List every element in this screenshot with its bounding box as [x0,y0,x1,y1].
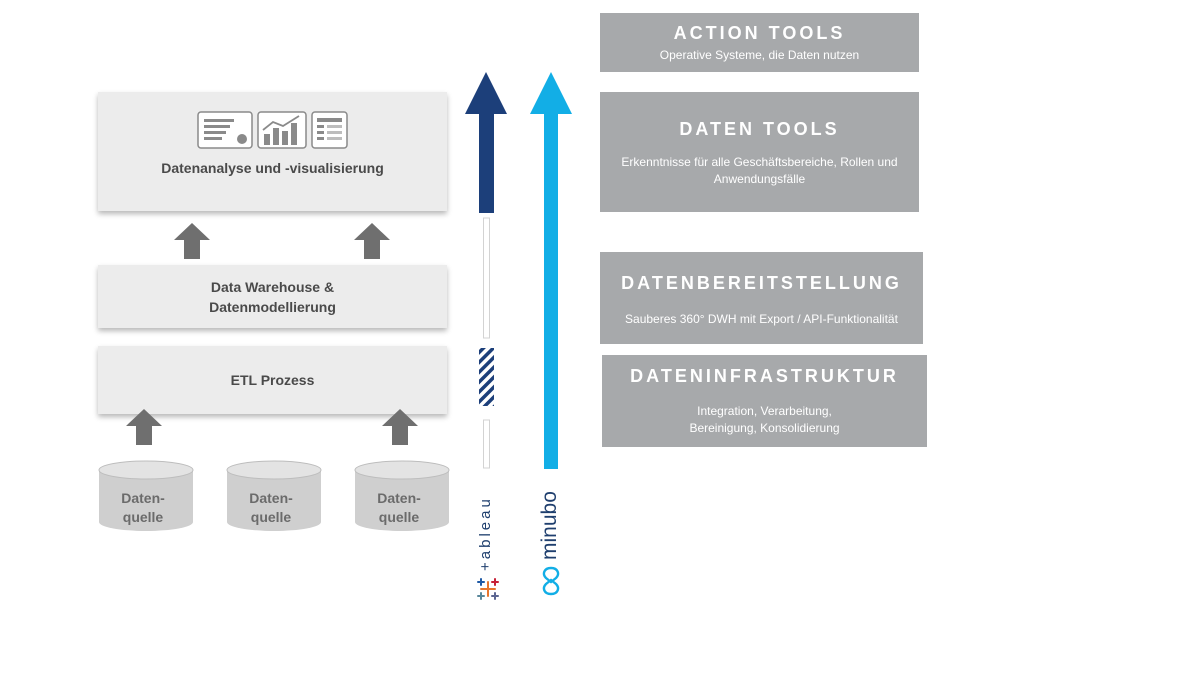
dwh-label-line1: Data Warehouse & [210,278,335,295]
action-tools-box: ACTION TOOLS Operative Systeme, die Date… [600,13,919,72]
etl-box: ETL Prozess [98,346,447,414]
tableau-logo-text: +ableau [477,496,494,571]
analysis-box: Datenanalyse und -visualisierung [98,92,447,211]
up-arrow [174,223,210,259]
up-arrow [354,223,390,259]
data-source-label: Daten- quelle [121,490,165,525]
dateninfrastruktur-subtitle: Integration, Verarbeitung, Bereinigung, … [689,404,840,435]
dateninfrastruktur-title: DATENINFRASTRUKTUR [630,366,899,386]
data-source-label: Daten- quelle [249,490,293,525]
etl-label: ETL Prozess [230,372,315,388]
up-arrow [382,409,418,445]
data-source-label: Daten- quelle [377,490,421,525]
dateninfrastruktur-box: DATENINFRASTRUKTUR Integration, Verarbei… [602,355,927,447]
datenbereitstellung-box: DATENBEREITSTELLUNG Sauberes 360° DWH mi… [600,252,923,344]
bar-chart-icon [256,111,307,149]
up-arrow [126,409,162,445]
minubo-arrow [530,72,572,469]
datenbereitstellung-title: DATENBEREITSTELLUNG [621,273,902,293]
daten-tools-box: DATEN TOOLS Erkenntnisse für alle Geschä… [600,92,919,212]
database-icon [354,460,450,531]
table-icon [310,111,348,149]
report-icon [196,111,253,149]
minubo-logo-text: minubo [538,491,561,560]
dwh-label-line2: Datenmodellierung [209,298,336,315]
database-icon [226,460,322,531]
tableau-logo-icon [477,578,499,600]
action-tools-title: ACTION TOOLS [673,22,846,43]
tableau-arrow [465,72,507,469]
minubo-logo-icon [542,566,560,596]
action-tools-subtitle: Operative Systeme, die Daten nutzen [659,47,860,62]
database-icon [98,460,194,531]
daten-tools-title: DATEN TOOLS [679,119,840,139]
datenbereitstellung-subtitle: Sauberes 360° DWH mit Export / API-Funkt… [625,312,898,326]
analysis-label: Datenanalyse und -visualisierung [161,160,384,176]
data-warehouse-box: Data Warehouse & Datenmodellierung [98,265,447,328]
daten-tools-subtitle: Erkenntnisse für alle Geschäftsbereiche,… [621,155,898,186]
dashboard-icons [196,111,348,149]
